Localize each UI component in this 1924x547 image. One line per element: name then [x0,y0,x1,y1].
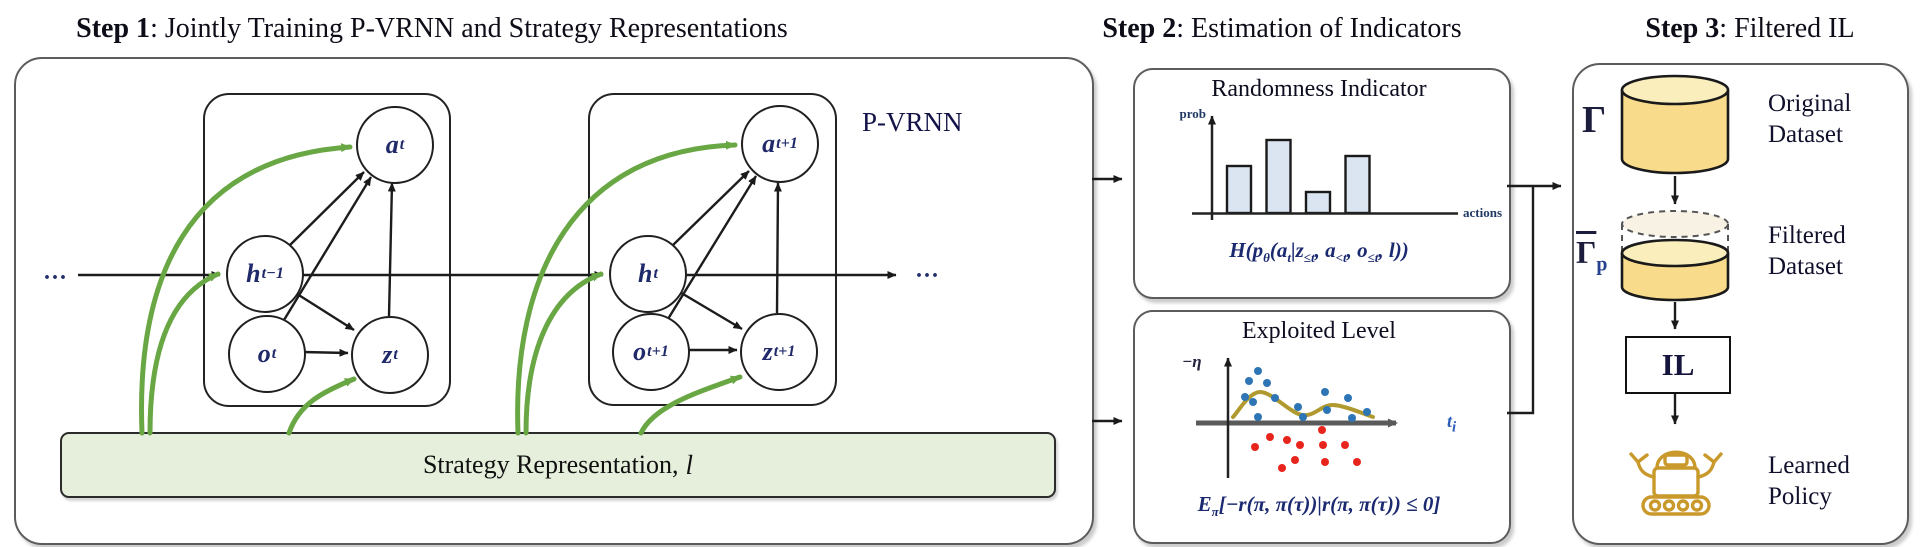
strategy-representation-label: Strategy Representation, [422,450,679,479]
node-o-t-base: o [257,339,271,368]
node-h-t-1-sub: t−1 [261,265,284,282]
node-z-t1-sub: t+1 [773,343,796,360]
learned-policy-line2: Policy [1768,483,1832,511]
step3-panel [1572,63,1909,545]
step1-title-rest: : Jointly Training P-VRNN and Strategy R… [150,13,788,44]
strategy-representation-var: l [685,449,694,480]
strategy-representation-bar: Strategy Representation, l [60,432,1056,498]
step2-title-rest: : Estimation of Indicators [1176,13,1462,44]
original-dataset-line1: Original [1768,90,1852,117]
ellipsis-right: ... [916,257,940,283]
node-o-t1-base: o [633,337,647,366]
node-o-t-sub: t [271,345,277,362]
node-z-t1-base: z [762,337,773,366]
filtered-dataset-line2: Dataset [1768,253,1843,281]
exploited-formula: Eπ[−r(π, π(τ))|r(π, π(τ)) ≤ 0] [1197,492,1441,520]
step1-title: Step 1: Jointly Training P-VRNN and Stra… [76,13,788,45]
randomness-formula: H(pθ(at|z≤t, a<t, o≤t, l)) [1229,238,1409,266]
gamma-p-label: Γp [1576,234,1607,276]
gamma-p-base: Γ [1576,234,1597,270]
randomness-xlabel: actions [1463,205,1502,220]
node-h-t-sub: t [653,265,658,282]
ellipsis-left: ... [44,259,68,285]
step1-to-step2-arrows [1092,175,1123,425]
pvrnn-label: P-VRNN [862,107,963,137]
node-a-t-base: a [385,130,399,159]
step1-title-bold: Step 1 [76,13,151,44]
exploited-xlabel: ti [1447,411,1457,436]
original-dataset-line2: Dataset [1768,121,1843,149]
node-o-t1-sub: t+1 [647,343,669,360]
node-h-t-base: h [638,259,653,288]
node-z-t-base: z [382,340,393,369]
il-label: IL [1661,347,1695,382]
node-a-t1-sub: t+1 [776,135,798,152]
step2-to-step3-connector [1507,182,1562,415]
learned-policy-line1: Learned [1768,452,1850,479]
randomness-title: Randomness Indicator [1211,76,1427,102]
step3-title-bold: Step 3 [1645,13,1720,44]
learned-policy-label: Learned Policy [1768,450,1850,513]
gamma-p-sub: p [1596,253,1608,276]
randomness-panel [1133,68,1511,299]
step3-title: Step 3: Filtered IL [1645,13,1854,45]
original-dataset-label: Original Dataset [1768,88,1851,151]
step3-title-rest: : Filtered IL [1719,13,1855,44]
gamma-label: Γ [1582,99,1607,141]
step2-title-bold: Step 2 [1102,13,1177,44]
filtered-dataset-label: Filtered Dataset [1768,220,1846,283]
node-a-t1-base: a [762,129,776,158]
filtered-dataset-line1: Filtered [1768,222,1846,249]
exploited-title: Exploited Level [1242,318,1396,344]
node-a-t-sub: t [399,136,405,153]
randomness-ylabel: prob [1179,106,1207,121]
node-h-t-1-base: h [246,259,261,288]
exploited-ylabel: −η [1182,352,1202,371]
il-box: IL [1625,336,1731,394]
step2-title: Step 2: Estimation of Indicators [1102,13,1461,45]
node-z-t-sub: t [393,346,398,363]
